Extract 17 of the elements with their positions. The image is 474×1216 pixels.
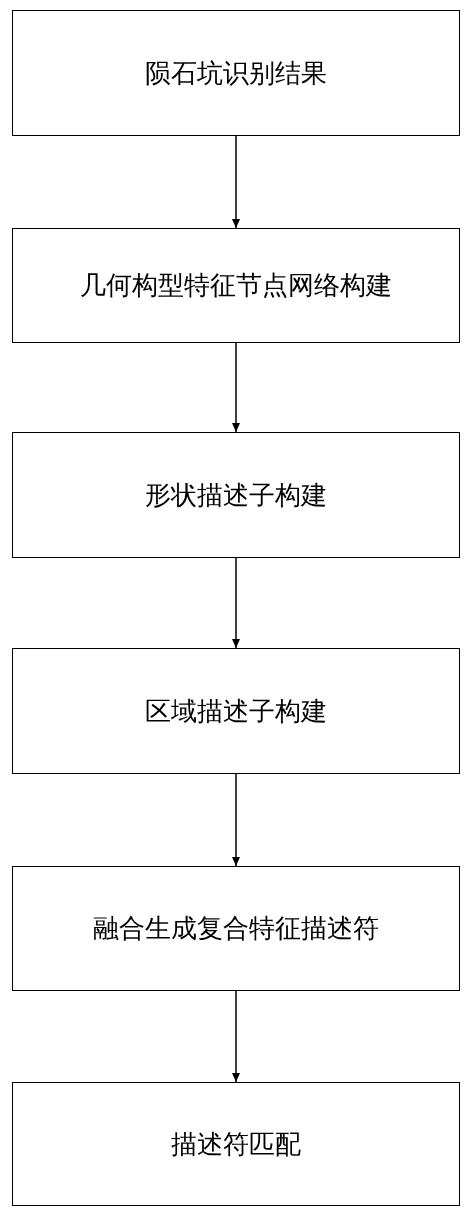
box-label: 描述符匹配 [171,1128,301,1161]
process-box [12,648,460,774]
box-label: 区域描述子构建 [145,695,327,728]
process-box [12,1082,460,1206]
box-label: 陨石坑识别结果 [145,57,327,90]
box-label: 融合生成复合特征描述符 [93,913,379,945]
arrow [232,990,240,1083]
process-box [12,866,460,991]
arrow [232,773,240,867]
arrow [232,342,240,433]
box-label: 几何构型特征节点网络构建 [80,270,392,302]
process-box [12,10,460,136]
arrow [232,135,240,229]
process-box [12,432,460,558]
process-box [12,228,460,343]
box-label: 形状描述子构建 [145,479,327,512]
arrow [232,557,240,649]
